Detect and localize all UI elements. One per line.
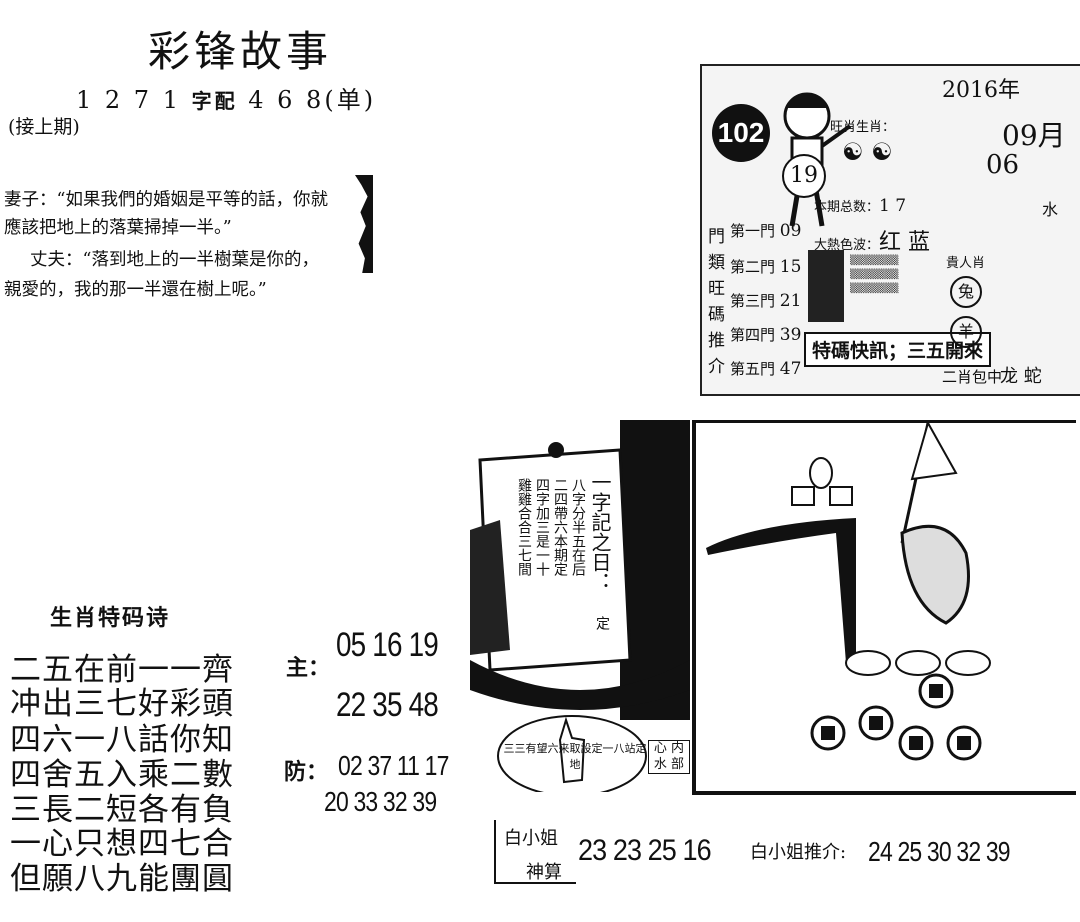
miss-bai-label: 白小姐 — [504, 828, 558, 849]
poem-title: 生肖特码诗 — [50, 605, 171, 631]
month-label: 09月 — [1002, 119, 1066, 152]
ship-illustration: 一字記之日： 八字分半五在后 二四帶六本期定 四字加三是一十 雞雞合合三七間 定 — [470, 420, 690, 722]
bottom-numbers: 23 23 25 16 — [578, 834, 712, 867]
code-label: 字配 — [191, 89, 238, 113]
animal-circle-1: 兔 — [950, 276, 982, 308]
poem-line-2: 冲出三七好彩頭 — [10, 686, 234, 722]
verse-col-1: 八字分半五在后 — [570, 478, 586, 576]
fine-print: ▒▒▒▒▒▒▒▒▒▒▒▒▒▒▒▒▒▒▒▒▒ — [850, 256, 899, 294]
day-label: 06 — [986, 150, 1020, 180]
poem-line-5: 三長二短各有負 — [10, 792, 234, 828]
side-label: 水 — [1042, 200, 1059, 219]
year-label: 2016年 — [942, 78, 1020, 103]
zodiac-glyphs: ☯ ☯ — [842, 138, 893, 166]
shen-suan-label: 神算 — [526, 862, 562, 883]
joke-line-1: 妻子：“如果我們的婚姻是平等的話，你就 — [4, 190, 328, 210]
code-numbers: 4 6 8 — [248, 86, 325, 114]
main-label: 主： — [286, 655, 331, 681]
number-label: 本期总数：1 7 — [814, 196, 907, 216]
door-4: 第四門 39 — [730, 325, 802, 345]
defense-row-2: 20 33 32 39 — [324, 786, 437, 817]
joke-line-4: 親愛的，我的那一半還在樹上呢。” — [4, 280, 267, 300]
poem-line-7: 但願八九能團圓 — [10, 861, 234, 897]
ship-ding: 定 — [594, 616, 610, 630]
code-digits: 1 2 7 1 — [76, 86, 181, 114]
verse-col-4: 雞雞合合三七間 — [516, 478, 532, 576]
door-5: 第五門 47 — [730, 359, 802, 379]
joke-line-2: 應該把地上的落葉掃掉一半。” — [4, 218, 232, 238]
dog-circle-text: 三三有望六来取設定一八站定地 — [503, 742, 647, 771]
joke-line-3: 丈夫：“落到地上的一半樹葉是你的， — [30, 250, 319, 270]
frog-puzzle-icon — [706, 420, 991, 761]
poem-line-6: 一心只想四七合 — [10, 826, 234, 862]
zodiac-label: 旺肖生肖： — [830, 120, 896, 135]
ship-icon — [470, 420, 690, 720]
noble-label: 貴人肖 — [946, 256, 986, 271]
animal-circle-2: 羊 — [950, 316, 982, 348]
door-3: 第三門 21 — [730, 291, 802, 311]
verse-col-3: 四字加三是一十 — [534, 478, 550, 576]
poem-line-3: 四六一八話你知 — [10, 722, 234, 758]
frog-puzzle-panel — [692, 420, 1076, 795]
bai-box — [494, 820, 576, 884]
small-number-circle: 19 — [782, 154, 826, 198]
main-row-1: 05 16 19 — [336, 626, 439, 664]
main-row-2: 22 35 48 — [336, 686, 439, 724]
verse-col-2: 二四帶六本期定 — [552, 478, 568, 576]
heart-box: 心 内 水 部 — [648, 740, 690, 774]
ship-heading: 一字記之日： — [588, 472, 612, 592]
issue-badge: 102 — [712, 104, 770, 162]
dark-block — [808, 250, 844, 322]
recommend-numbers: 24 25 30 32 39 — [868, 836, 1011, 867]
dog-circle-icon — [497, 715, 647, 792]
defense-label: 防： — [284, 759, 329, 785]
door-1: 第一門 09 — [730, 221, 802, 241]
defense-row-1: 02 37 11 17 — [338, 750, 449, 781]
bottom-label: 二肖包中 — [942, 368, 1003, 386]
door-2: 第二門 15 — [730, 257, 802, 277]
code-parity: (单) — [324, 86, 377, 114]
bottom-value: 龙 蛇 — [1000, 366, 1042, 387]
page-title: 彩锋故事 — [148, 27, 333, 76]
poem-line-4: 四舍五入乘二數 — [10, 757, 234, 793]
continued-label: (接上期) — [8, 116, 80, 138]
color-label: 大熱色波：红 蓝 — [814, 230, 931, 255]
torn-edge-decoration — [355, 175, 373, 273]
category-vertical-label: 門類旺碼推介 — [708, 227, 725, 377]
code-line: 1 2 7 1 字配 4 6 8(单) — [76, 80, 376, 115]
recommend-label: 白小姐推介: — [750, 842, 847, 863]
lottery-info-panel: 102 19 2016年 09月 06 旺肖生肖： ☯ ☯ 本期总数：1 7 大… — [700, 64, 1080, 396]
poem-line-1: 二五在前一一齊 — [10, 652, 234, 688]
